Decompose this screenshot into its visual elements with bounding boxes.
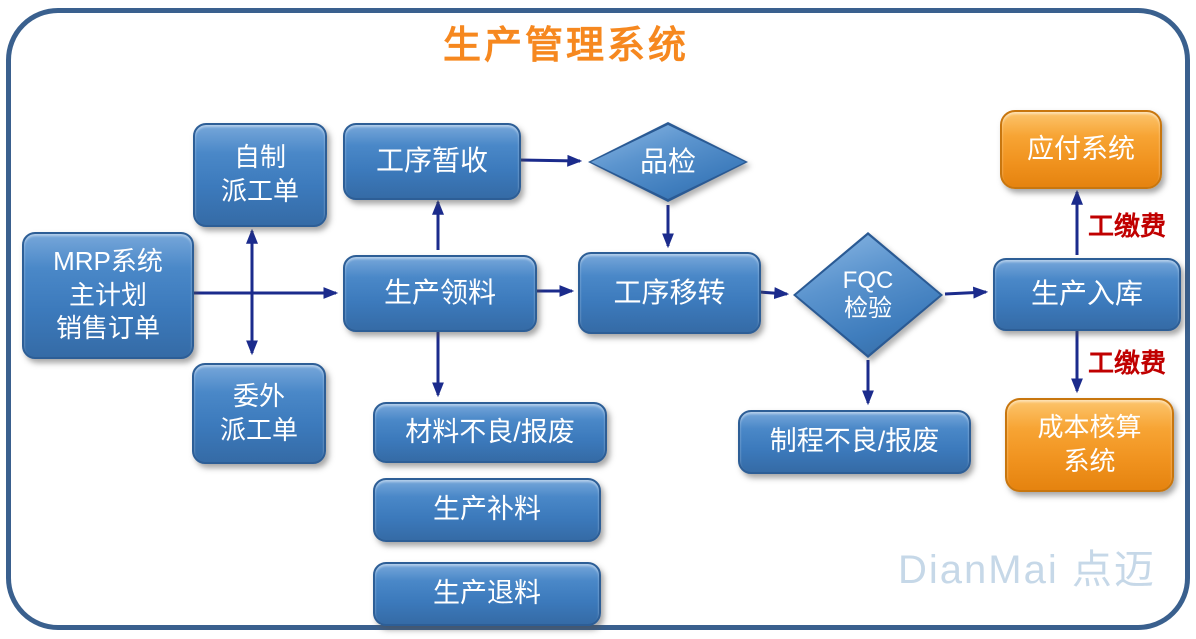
node-self-made-dispatch-order: 自制 派工单 <box>193 123 327 227</box>
labor-fee-label-bottom: 工缴费 <box>1088 348 1167 378</box>
node-cost-accounting-system: 成本核算 系统 <box>1005 398 1174 492</box>
node-material-defect-scrap: 材料不良/报废 <box>373 402 607 463</box>
node-label: 材料不良/报废 <box>405 416 575 447</box>
node-label: 品检 <box>639 145 696 177</box>
node-label: 成本核算 系统 <box>1037 412 1142 476</box>
node-label: 工序移转 <box>613 276 726 308</box>
node-process-defect-scrap: 制程不良/报废 <box>738 410 971 474</box>
node-label: 生产退料 <box>433 578 541 609</box>
node-label: FQC 检验 <box>842 267 894 322</box>
node-payable-system: 应付系统 <box>1000 110 1162 189</box>
node-process-temporary-receipt: 工序暂收 <box>343 123 521 200</box>
node-label: 委外 派工单 <box>219 380 298 445</box>
node-outsourced-dispatch-order: 委外 派工单 <box>192 363 326 464</box>
node-label: 工序暂收 <box>375 145 488 177</box>
watermark-text: DianMai 点迈 <box>898 548 1156 592</box>
node-label: 生产领料 <box>383 277 496 309</box>
node-label: 生产入库 <box>1030 278 1143 310</box>
node-production-warehousing: 生产入库 <box>993 258 1181 331</box>
node-production-picking: 生产领料 <box>343 255 537 332</box>
labor-fee-label-top: 工缴费 <box>1088 211 1167 241</box>
node-process-transfer: 工序移转 <box>578 252 761 334</box>
node-production-replenishment: 生产补料 <box>373 478 601 542</box>
node-label: 应付系统 <box>1027 133 1135 164</box>
node-production-material-return: 生产退料 <box>373 562 601 626</box>
node-fqc-inspection: FQC 检验 <box>793 232 943 358</box>
node-label: MRP系统 主计划 销售订单 <box>53 245 163 344</box>
frame-border <box>6 8 1190 630</box>
node-mrp-system: MRP系统 主计划 销售订单 <box>22 232 194 359</box>
diagram-title: 生产管理系统 <box>442 25 689 67</box>
node-label: 制程不良/报废 <box>769 426 940 457</box>
node-label: 自制 派工单 <box>220 142 299 206</box>
node-quality-inspection: 品检 <box>588 122 748 202</box>
node-label: 生产补料 <box>433 494 541 525</box>
